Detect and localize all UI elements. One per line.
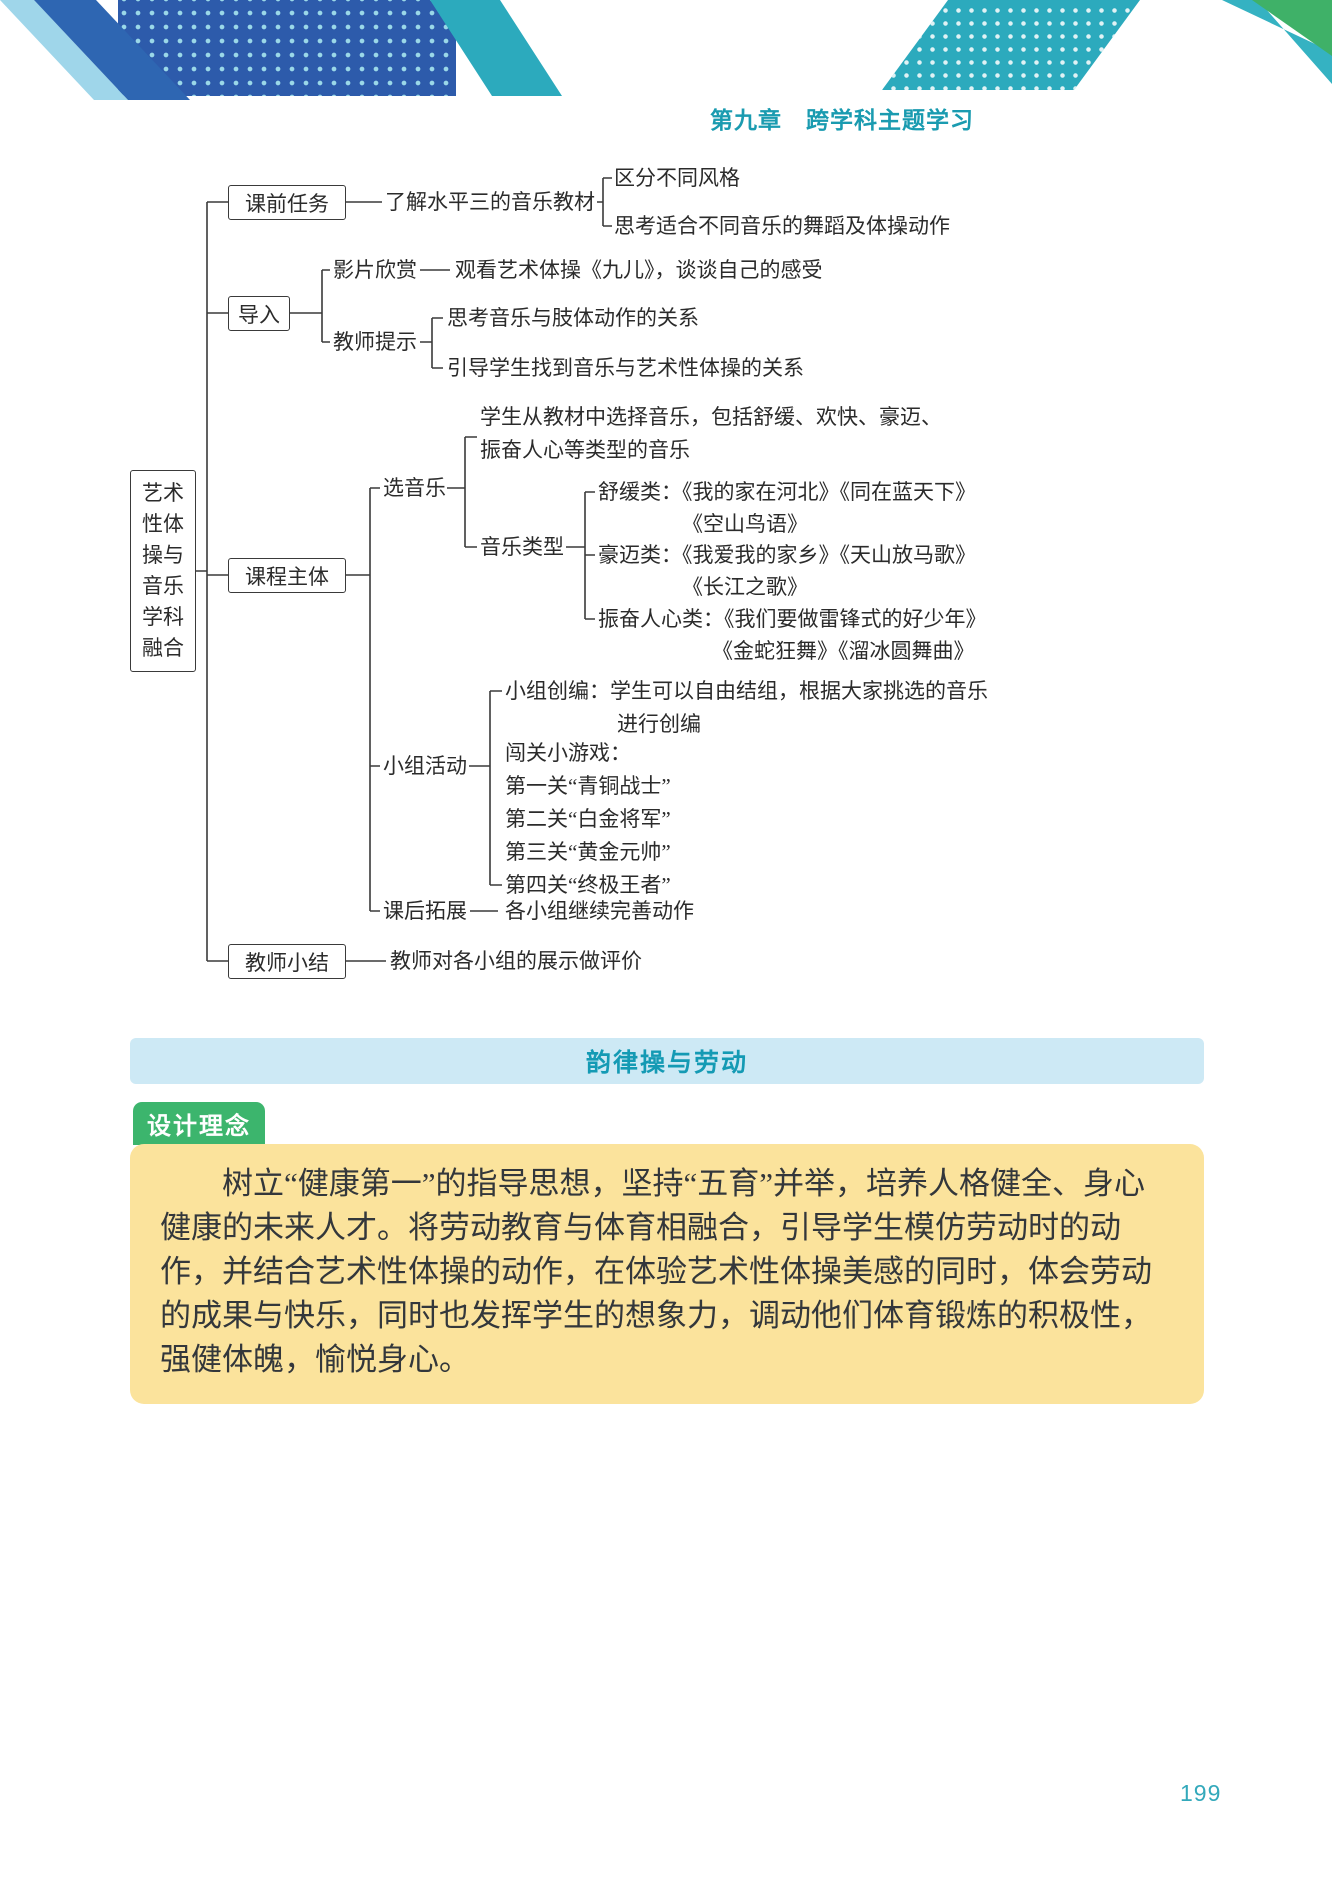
design-concept-text: 树立“健康第一”的指导思想，坚持“五育”并举，培养人格健全、身心健康的未来人才。… (130, 1144, 1204, 1404)
music-type-item: 振奋人心类：《我们要做雷锋式的好少年》 (598, 607, 987, 631)
lead-in-film-desc: 观看艺术体操《九儿》，谈谈自己的感受 (455, 258, 823, 282)
node-course-body: 课程主体 (228, 558, 346, 593)
lead-in-tip: 引导学生找到音乐与艺术性体操的关系 (447, 356, 804, 380)
music-type-item-cont: 《金蛇狂舞》《溜冰圆舞曲》 (712, 639, 975, 663)
group-creation-line: 小组创编：学生可以自由结组，根据大家挑选的音乐 (505, 679, 988, 703)
after-class-desc: 各小组继续完善动作 (505, 899, 694, 923)
teacher-summary-desc: 教师对各小组的展示做评价 (390, 949, 642, 973)
select-music-label: 选音乐 (383, 476, 446, 500)
lead-in-tips-label: 教师提示 (333, 330, 417, 354)
music-type-item: 舒缓类：《我的家在河北》《同在蓝天下》 (598, 480, 976, 504)
game-level: 第一关“青铜战士” (505, 774, 671, 798)
node-teacher-summary: 教师小结 (228, 944, 346, 979)
after-class-label: 课后拓展 (383, 899, 467, 923)
music-type-item-cont: 《长江之歌》 (682, 575, 808, 599)
header-decoration (0, 0, 1332, 100)
lead-in-tip: 思考音乐与肢体动作的关系 (447, 306, 699, 330)
lead-in-film-label: 影片欣赏 (333, 258, 417, 282)
chapter-title: 第九章 跨学科主题学习 (710, 107, 974, 133)
pre-task-node-text: 了解水平三的音乐教材 (385, 190, 595, 214)
music-type-item-cont: 《空山鸟语》 (682, 512, 808, 536)
design-concept-tab: 设计理念 (133, 1102, 265, 1145)
music-type-label: 音乐类型 (480, 535, 564, 559)
music-type-item: 豪迈类：《我爱我的家乡》《天山放马歌》 (598, 543, 976, 567)
game-heading: 闯关小游戏： (505, 741, 631, 765)
deco-dotted-rectangle (118, 0, 456, 96)
game-level: 第二关“白金将军” (505, 807, 671, 831)
group-activity-label: 小组活动 (383, 754, 467, 778)
pre-task-child: 思考适合不同音乐的舞蹈及体操动作 (614, 214, 950, 238)
section-banner: 韵律操与劳动 (130, 1038, 1204, 1084)
node-lead-in: 导入 (228, 296, 290, 331)
group-creation-line: 进行创编 (617, 712, 701, 736)
select-music-desc-line: 学生从教材中选择音乐，包括舒缓、欢快、豪迈、 (480, 405, 942, 429)
select-music-desc-line: 振奋人心等类型的音乐 (480, 438, 690, 462)
mindmap-root-node: 艺术性体操与音乐学科融合 (130, 470, 196, 672)
game-level: 第四关“终极王者” (505, 873, 671, 897)
pre-task-child: 区分不同风格 (614, 166, 740, 190)
page-number: 199 (1180, 1780, 1222, 1806)
node-pre-task: 课前任务 (228, 185, 346, 220)
game-level: 第三关“黄金元帅” (505, 840, 671, 864)
